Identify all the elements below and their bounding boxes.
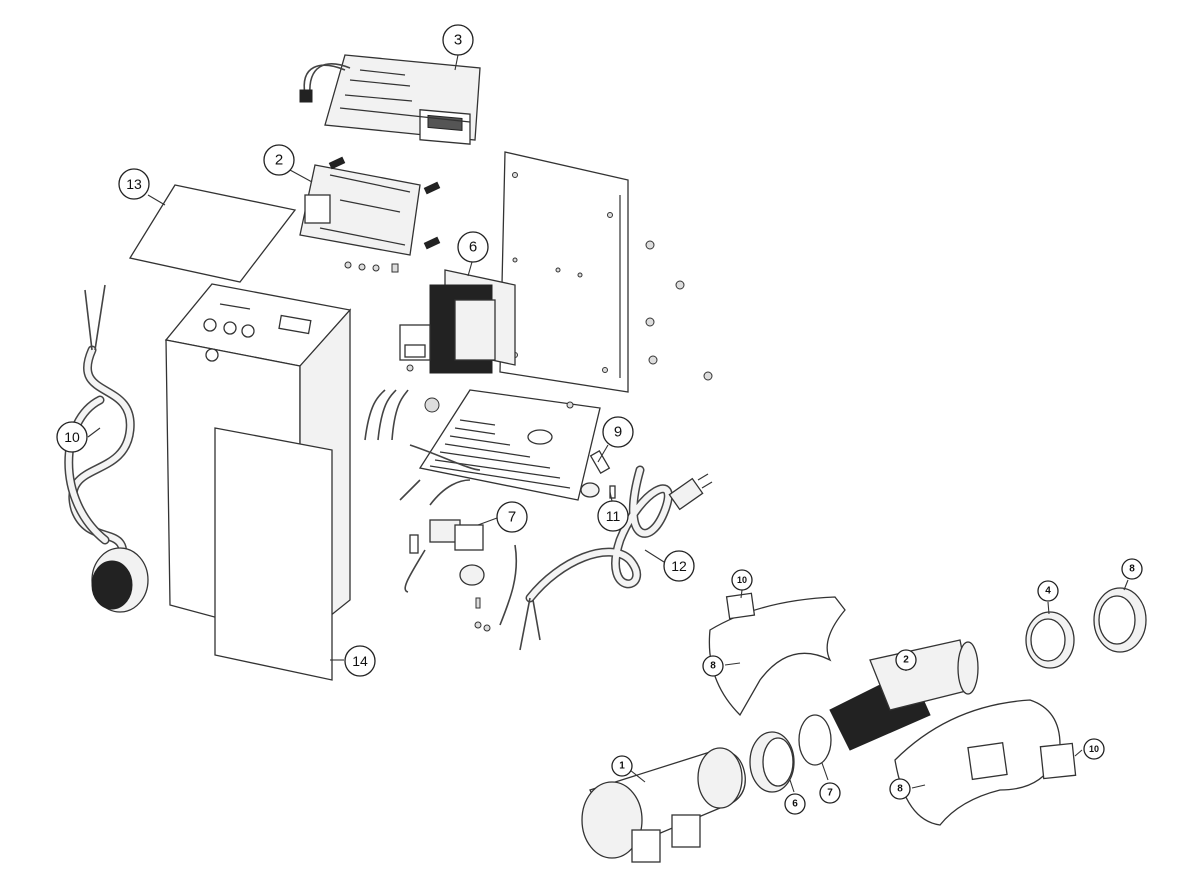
- callout-10-cell-bottom-label: 10: [1089, 744, 1099, 754]
- callout-6-union-label: 6: [792, 799, 798, 810]
- control-board-with-display: [299, 54, 481, 145]
- callout-8-bottom-cover: 8: [889, 778, 911, 800]
- callout-3-label: 3: [454, 32, 462, 49]
- callout-8-cap-label: 8: [1129, 564, 1135, 575]
- callout-12-label: 12: [671, 558, 687, 574]
- callout-10-cell-top-label: 10: [737, 575, 747, 585]
- callout-4-label: 4: [1045, 586, 1051, 597]
- leader-lines: [87, 54, 1129, 793]
- callout-13: 13: [118, 168, 150, 200]
- callout-11-label: 11: [606, 508, 621, 524]
- power-cord: [519, 465, 713, 651]
- callout-9: 9: [602, 416, 634, 448]
- callout-2-electrode: 2: [895, 649, 917, 671]
- callout-11: 11: [597, 500, 629, 532]
- callout-8-cap: 8: [1121, 558, 1143, 580]
- fuse-holder: [580, 449, 616, 499]
- callout-3: 3: [442, 24, 474, 56]
- callout-8-top-cover: 8: [702, 655, 724, 677]
- mounting-plate: [499, 151, 713, 393]
- cell-assembly: [581, 587, 1147, 863]
- callout-7-oring: 7: [819, 782, 841, 804]
- callout-4: 4: [1037, 580, 1059, 602]
- internal-wiring: [364, 389, 481, 506]
- callout-2-label: 2: [275, 152, 283, 169]
- callout-6-union: 6: [784, 793, 806, 815]
- callout-10: 10: [56, 421, 88, 453]
- callout-10-cell-bottom: 10: [1083, 738, 1105, 760]
- terminal-block: [404, 519, 518, 632]
- callout-1-label: 1: [619, 761, 625, 772]
- callout-8-top-cover-label: 8: [710, 661, 716, 672]
- callout-1: 1: [611, 755, 633, 777]
- callout-9-label: 9: [614, 424, 622, 441]
- callout-6: 6: [457, 231, 489, 263]
- cell-cable: [64, 284, 149, 613]
- callout-7-oring-label: 7: [827, 788, 833, 799]
- callout-14-label: 14: [352, 653, 368, 669]
- transformer: [399, 269, 516, 374]
- front-panel: [214, 427, 333, 681]
- callout-10-cell-top: 10: [731, 569, 753, 591]
- callout-13-label: 13: [126, 176, 142, 192]
- callout-7: 7: [496, 501, 528, 533]
- callout-6-label: 6: [469, 239, 477, 256]
- callout-7-label: 7: [508, 509, 516, 526]
- callout-2-electrode-label: 2: [903, 655, 909, 666]
- callout-2: 2: [263, 144, 295, 176]
- power-board: [299, 156, 441, 273]
- callout-12: 12: [663, 550, 695, 582]
- callout-14: 14: [344, 645, 376, 677]
- callout-10-label: 10: [64, 429, 80, 445]
- callout-8-bottom-cover-label: 8: [897, 784, 903, 795]
- heatsink-plate: [418, 389, 601, 501]
- cover-sheet: [128, 184, 297, 283]
